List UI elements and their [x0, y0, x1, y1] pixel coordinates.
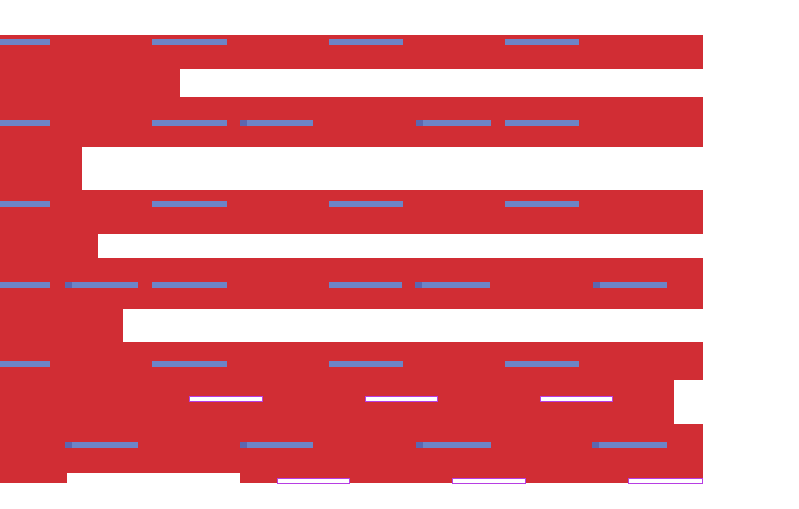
link-underline[interactable]	[329, 201, 403, 207]
line-break-gap	[180, 69, 703, 97]
highlight-bar[interactable]	[365, 396, 438, 402]
highlight-bar[interactable]	[277, 478, 350, 484]
link-underline[interactable]	[592, 442, 667, 448]
link-underline[interactable]	[152, 201, 227, 207]
link-underline-tip	[593, 282, 600, 288]
line-break-gap	[98, 234, 703, 258]
link-underline-tip	[416, 442, 423, 448]
link-underline[interactable]	[505, 361, 579, 367]
link-underline[interactable]	[505, 39, 579, 45]
link-underline[interactable]	[593, 282, 667, 288]
link-underline[interactable]	[416, 120, 491, 126]
link-underline[interactable]	[152, 361, 227, 367]
highlight-bar[interactable]	[189, 396, 263, 402]
link-underline-tip	[416, 120, 423, 126]
link-underline[interactable]	[240, 442, 313, 448]
link-underline[interactable]	[505, 201, 579, 207]
highlight-bar[interactable]	[452, 478, 526, 484]
link-underline[interactable]	[152, 282, 227, 288]
link-underline-tip	[240, 120, 247, 126]
link-underline[interactable]	[329, 361, 403, 367]
link-underline-tip	[592, 442, 599, 448]
highlight-bar[interactable]	[540, 396, 613, 402]
link-underline-tip	[65, 282, 72, 288]
link-underline[interactable]	[415, 282, 490, 288]
link-underline-tip	[240, 442, 247, 448]
link-underline[interactable]	[65, 442, 138, 448]
text-block-column	[0, 35, 703, 483]
link-underline[interactable]	[505, 120, 579, 126]
link-underline[interactable]	[0, 39, 50, 45]
line-break-gap	[674, 380, 703, 424]
link-underline[interactable]	[0, 201, 50, 207]
link-underline-tip	[65, 442, 72, 448]
highlight-bar[interactable]	[628, 478, 703, 484]
link-underline[interactable]	[0, 361, 50, 367]
link-underline[interactable]	[65, 282, 138, 288]
line-break-gap	[123, 309, 703, 342]
line-break-gap	[82, 147, 703, 190]
link-underline[interactable]	[0, 282, 50, 288]
link-underline[interactable]	[329, 282, 402, 288]
link-underline[interactable]	[416, 442, 491, 448]
link-underline[interactable]	[329, 39, 403, 45]
link-underline-tip	[415, 282, 422, 288]
link-underline[interactable]	[240, 120, 313, 126]
link-underline[interactable]	[152, 120, 227, 126]
link-underline[interactable]	[152, 39, 227, 45]
line-break-gap	[67, 473, 240, 483]
link-underline[interactable]	[0, 120, 50, 126]
